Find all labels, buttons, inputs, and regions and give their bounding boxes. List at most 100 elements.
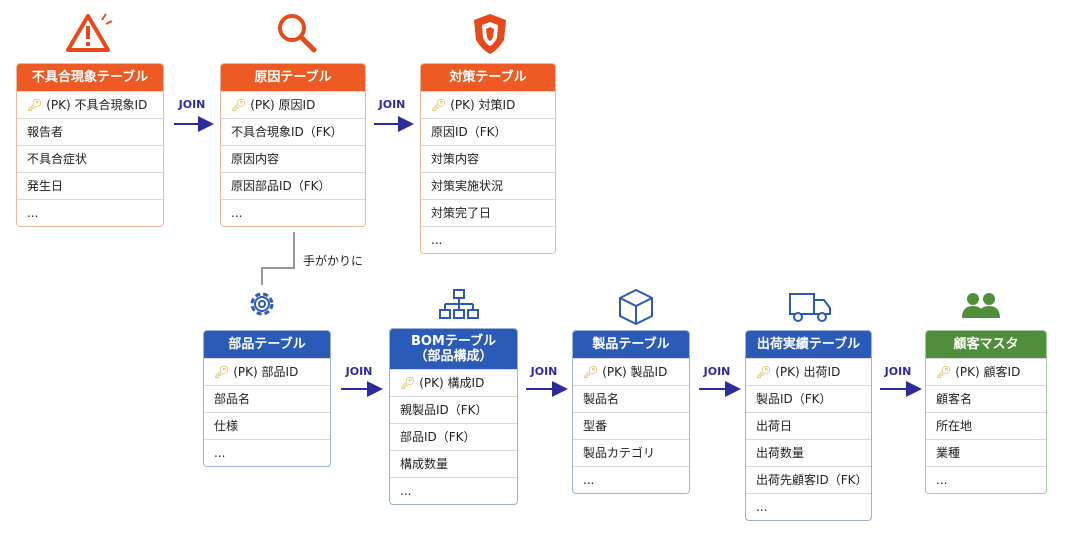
key-icon: 🔑︎ — [27, 98, 43, 112]
table-row: 親製品ID（FK） — [390, 396, 517, 423]
part-table: 部品テーブル 🔑︎(PK) 部品ID 部品名 仕様 ... — [203, 330, 331, 467]
table-row: ... — [746, 493, 871, 520]
table-row: 報告者 — [17, 118, 163, 145]
table-row: ... — [421, 226, 555, 253]
table-row: ... — [221, 199, 365, 226]
key-icon: 🔑︎ — [431, 98, 447, 112]
table-row: 対策内容 — [421, 145, 555, 172]
table-row: ... — [573, 466, 689, 493]
table-header: 不具合現象テーブル — [17, 64, 163, 91]
join-label: JOIN — [378, 98, 406, 111]
table-row: 仕様 — [204, 412, 330, 439]
shield-icon — [474, 14, 506, 54]
table-row: 製品ID（FK） — [746, 385, 871, 412]
gear-icon — [250, 292, 274, 316]
product-table: 製品テーブル 🔑︎(PK) 製品ID 製品名 型番 製品カテゴリ ... — [572, 330, 690, 494]
pk-prefix: (PK) — [419, 376, 444, 390]
connector-note: 手がかりに — [303, 254, 364, 268]
magnifier-icon — [278, 14, 317, 53]
table-row: 製品カテゴリ — [573, 439, 689, 466]
cause-table: 原因テーブル 🔑︎(PK) 原因ID 不具合現象ID（FK） 原因内容 原因部品… — [220, 63, 366, 227]
pk-prefix: (PK) — [775, 365, 800, 379]
defect-table: 不具合現象テーブル 🔑︎(PK) 不具合現象ID 報告者 不具合症状 発生日 .… — [16, 63, 164, 227]
table-header: BOMテーブル （部品構成） — [390, 329, 517, 369]
bom-table: BOMテーブル （部品構成） 🔑︎(PK) 構成ID 親製品ID（FK） 部品I… — [389, 328, 518, 505]
table-row: 構成数量 — [390, 450, 517, 477]
table-row-pk: 🔑︎(PK) 出荷ID — [746, 358, 871, 385]
pk-prefix: (PK) — [233, 365, 258, 379]
table-row-pk: 🔑︎(PK) 原因ID — [221, 91, 365, 118]
table-subtitle: （部品構成） — [414, 349, 493, 364]
table-row: 不具合現象ID（FK） — [221, 118, 365, 145]
table-row: 対策完了日 — [421, 199, 555, 226]
key-icon: 🔑︎ — [214, 365, 230, 379]
key-icon: 🔑︎ — [936, 365, 952, 379]
customer-table: 顧客マスタ 🔑︎(PK) 顧客ID 顧客名 所在地 業種 ... — [925, 330, 1047, 494]
table-row-pk: 🔑︎(PK) 対策ID — [421, 91, 555, 118]
pk-field: 顧客ID — [983, 365, 1021, 379]
pk-prefix: (PK) — [46, 98, 71, 112]
table-row: 顧客名 — [926, 385, 1046, 412]
table-header: 原因テーブル — [221, 64, 365, 91]
pk-field: 部品ID — [261, 365, 299, 379]
table-title: BOMテーブル — [410, 334, 497, 349]
table-row: 業種 — [926, 439, 1046, 466]
pk-field: 原因ID — [278, 98, 316, 112]
table-row: 対策実施状況 — [421, 172, 555, 199]
join-label: JOIN — [178, 98, 206, 111]
truck-icon — [789, 293, 831, 322]
pk-field: 構成ID — [447, 376, 485, 390]
table-row: ... — [204, 439, 330, 466]
table-row-pk: 🔑︎(PK) 部品ID — [204, 358, 330, 385]
table-row: 原因内容 — [221, 145, 365, 172]
pk-field: 出荷ID — [803, 365, 841, 379]
table-header: 製品テーブル — [573, 331, 689, 358]
pk-field: 製品ID — [630, 365, 668, 379]
pk-prefix: (PK) — [250, 98, 275, 112]
table-row-pk: 🔑︎(PK) 製品ID — [573, 358, 689, 385]
shipment-table: 出荷実績テーブル 🔑︎(PK) 出荷ID 製品ID（FK） 出荷日 出荷数量 出… — [745, 330, 872, 521]
table-row: 部品ID（FK） — [390, 423, 517, 450]
measure-table: 対策テーブル 🔑︎(PK) 対策ID 原因ID（FK） 対策内容 対策実施状況 … — [420, 63, 556, 254]
hierarchy-icon — [439, 289, 479, 319]
pk-prefix: (PK) — [955, 365, 980, 379]
people-icon — [962, 293, 1000, 318]
table-row: 不具合症状 — [17, 145, 163, 172]
table-row: ... — [17, 199, 163, 226]
table-header: 部品テーブル — [204, 331, 330, 358]
table-row: 出荷先顧客ID（FK） — [746, 466, 871, 493]
key-icon: 🔑︎ — [231, 98, 247, 112]
table-header: 出荷実績テーブル — [746, 331, 871, 358]
warning-icon — [66, 13, 113, 52]
join-label: JOIN — [345, 365, 373, 378]
pk-prefix: (PK) — [450, 98, 475, 112]
key-icon: 🔑︎ — [583, 365, 599, 379]
table-row: 出荷数量 — [746, 439, 871, 466]
table-row: 原因ID（FK） — [421, 118, 555, 145]
table-header: 顧客マスタ — [926, 331, 1046, 358]
pk-field: 不具合現象ID — [74, 98, 148, 112]
table-row: 部品名 — [204, 385, 330, 412]
table-row-pk: 🔑︎(PK) 顧客ID — [926, 358, 1046, 385]
key-icon: 🔑︎ — [400, 376, 416, 390]
table-row: 出荷日 — [746, 412, 871, 439]
table-row-pk: 🔑︎(PK) 構成ID — [390, 369, 517, 396]
join-label: JOIN — [884, 365, 912, 378]
join-label: JOIN — [703, 365, 731, 378]
pk-field: 対策ID — [478, 98, 516, 112]
box-icon — [619, 288, 653, 326]
clue-connector-line — [261, 232, 295, 285]
table-row: 所在地 — [926, 412, 1046, 439]
table-row: ... — [926, 466, 1046, 493]
pk-prefix: (PK) — [602, 365, 627, 379]
join-label: JOIN — [530, 365, 558, 378]
table-row: ... — [390, 477, 517, 504]
table-row: 発生日 — [17, 172, 163, 199]
table-row: 型番 — [573, 412, 689, 439]
table-row: 原因部品ID（FK） — [221, 172, 365, 199]
table-row-pk: 🔑︎(PK) 不具合現象ID — [17, 91, 163, 118]
table-header: 対策テーブル — [421, 64, 555, 91]
table-row: 製品名 — [573, 385, 689, 412]
key-icon: 🔑︎ — [756, 365, 772, 379]
